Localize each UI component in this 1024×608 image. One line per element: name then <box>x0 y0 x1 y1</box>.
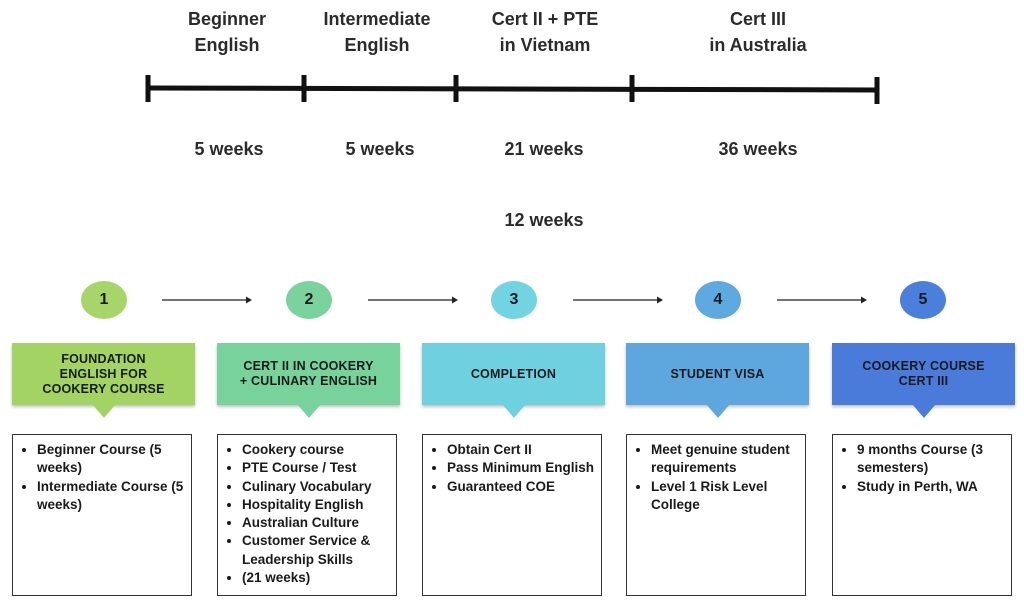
list-item: Australian Culture <box>242 514 392 532</box>
list-item: PTE Course / Test <box>242 459 392 477</box>
phase-label-line: in Australia <box>709 35 807 55</box>
stage-title-line: Cookery Course <box>42 381 165 396</box>
stage-title-line: Foundation <box>61 351 146 366</box>
list-item: Intermediate Course (5 weeks) <box>37 478 187 515</box>
pointer-down-icon <box>705 404 730 418</box>
pointer-down-icon <box>296 404 321 418</box>
phase-label-line: English <box>344 35 410 55</box>
step-circle-3: 3 <box>491 281 537 319</box>
phase-label-intermediate: Intermediate English <box>292 6 462 58</box>
detail-box-visa: Meet genuine student requirements Level … <box>626 434 806 596</box>
list-item: Cookery course <box>242 441 392 459</box>
arrow-right-icon <box>162 296 252 304</box>
step-circle-4: 4 <box>695 281 741 319</box>
pointer-down-icon <box>501 404 526 418</box>
list-item: Guaranteed COE <box>447 478 597 496</box>
list-item: Hospitality English <box>242 496 392 514</box>
detail-list: Meet genuine student requirements Level … <box>631 441 801 514</box>
list-item: 9 months Course (3 semesters) <box>857 441 1007 478</box>
pointer-down-icon <box>91 404 116 418</box>
stage-title-line: Completion <box>470 366 557 381</box>
step-circle-2: 2 <box>286 281 332 319</box>
stage-title-line: English for <box>59 366 148 381</box>
phase-label-line: Cert II + PTE <box>491 9 599 29</box>
stage-box-cert3: Cookery Course Cert III <box>832 343 1015 418</box>
detail-box-cert3: 9 months Course (3 semesters) Study in P… <box>832 434 1012 596</box>
list-item: (21 weeks) <box>242 569 392 587</box>
stage-box-foundation: Foundation English for Cookery Course <box>12 343 195 418</box>
phase-label-line: English <box>194 35 260 55</box>
timeline-bar <box>145 75 880 104</box>
stage-box-completion: Completion <box>422 343 605 418</box>
list-item: Meet genuine student requirements <box>651 441 801 478</box>
phase-label-line: in Vietnam <box>499 35 591 55</box>
detail-box-cert2: Cookery course PTE Course / Test Culinar… <box>217 434 397 596</box>
phase-label-line: Intermediate <box>323 9 431 29</box>
duration-label-extra: 12 weeks <box>504 210 584 230</box>
detail-list: 9 months Course (3 semesters) Study in P… <box>837 441 1007 496</box>
duration-label: 5 weeks <box>194 139 264 159</box>
duration-label: 36 weeks <box>718 139 798 159</box>
phase-label-cert2: Cert II + PTE in Vietnam <box>460 6 630 58</box>
stage-title-line: Cert III <box>898 374 949 388</box>
phase-label-line: Cert III <box>729 9 786 29</box>
stage-title-line: Cert II in Cookery <box>243 359 374 373</box>
detail-list: Beginner Course (5 weeks) Intermediate C… <box>17 441 187 514</box>
stage-box-visa: Student Visa <box>626 343 809 418</box>
duration-label: 5 weeks <box>345 139 415 159</box>
step-circle-1: 1 <box>81 281 127 319</box>
timeline-line <box>147 85 878 93</box>
arrow-right-icon <box>368 296 458 304</box>
step-circle-5: 5 <box>900 281 946 319</box>
phase-label-beginner: Beginner English <box>142 6 312 58</box>
stage-title-line: Cookery Course <box>862 359 985 373</box>
list-item: Study in Perth, WA <box>857 478 1007 496</box>
stage-title-line: Student Visa <box>670 366 765 381</box>
arrow-right-icon <box>777 296 867 304</box>
arrow-right-icon <box>573 296 663 304</box>
list-item: Pass Minimum English <box>447 459 597 477</box>
duration-label: 21 weeks <box>504 139 584 159</box>
phase-label-line: Beginner <box>187 9 266 29</box>
stage-title-line: + Culinary English <box>239 374 378 388</box>
list-item: Beginner Course (5 weeks) <box>37 441 187 478</box>
list-item: Customer Service & Leadership Skills <box>242 532 392 569</box>
detail-list: Cookery course PTE Course / Test Culinar… <box>222 441 392 587</box>
list-item: Obtain Cert II <box>447 441 597 459</box>
list-item: Culinary Vocabulary <box>242 478 392 496</box>
phase-label-cert3: Cert III in Australia <box>673 6 843 58</box>
pointer-down-icon <box>911 404 936 418</box>
stage-box-cert2: Cert II in Cookery + Culinary English <box>217 343 400 418</box>
list-item: Level 1 Risk Level College <box>651 478 801 515</box>
detail-list: Obtain Cert II Pass Minimum English Guar… <box>427 441 597 496</box>
detail-box-foundation: Beginner Course (5 weeks) Intermediate C… <box>12 434 192 596</box>
detail-box-completion: Obtain Cert II Pass Minimum English Guar… <box>422 434 602 596</box>
